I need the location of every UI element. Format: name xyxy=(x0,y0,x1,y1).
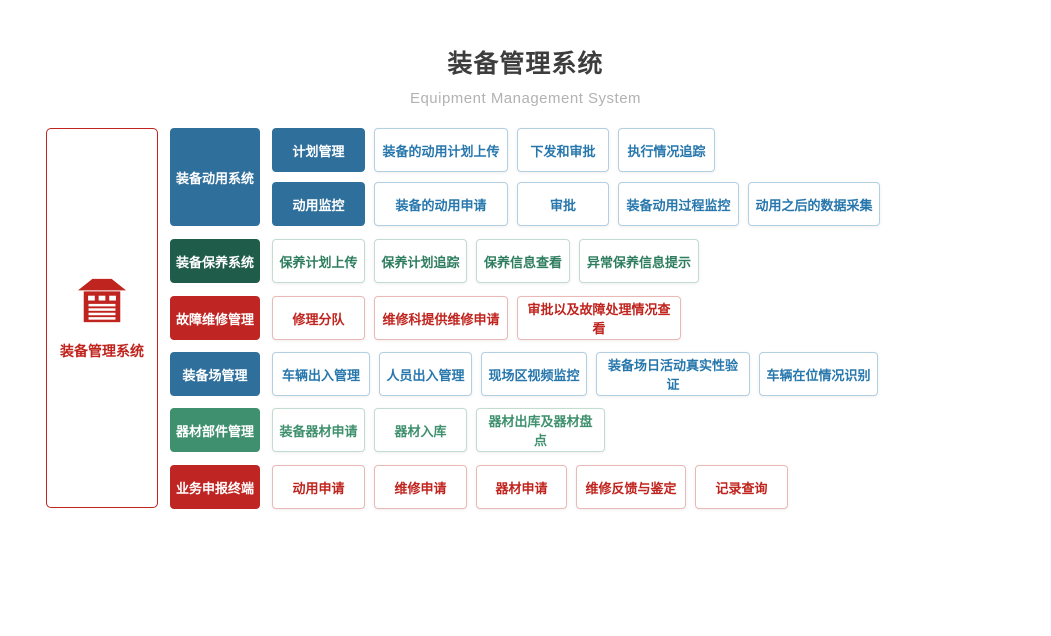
row-business-declaration: 业务申报终端 动用申请 维修申请 器材申请 维修反馈与鉴定 记录查询 xyxy=(170,465,788,509)
node-item: 动用申请 xyxy=(272,465,365,509)
node-item: 保养计划上传 xyxy=(272,239,365,283)
garage-icon xyxy=(73,276,131,331)
node-item: 保养计划追踪 xyxy=(374,239,467,283)
node-item: 器材出库及器材盘点 xyxy=(476,408,605,452)
node-item: 审批 xyxy=(517,182,609,226)
group-equipment-mobilization-system: 装备动用系统 xyxy=(170,128,260,226)
node-item: 异常保养信息提示 xyxy=(579,239,699,283)
node-item: 装备场日活动真实性验证 xyxy=(596,352,750,396)
row-plan-management: 计划管理 装备的动用计划上传 下发和审批 执行情况追踪 xyxy=(272,128,715,172)
node-item: 记录查询 xyxy=(695,465,788,509)
root-system-box: 装备管理系统 xyxy=(46,128,158,508)
node-item: 执行情况追踪 xyxy=(618,128,715,172)
node-item: 现场区视频监控 xyxy=(481,352,587,396)
node-item: 保养信息查看 xyxy=(476,239,570,283)
node-item: 人员出入管理 xyxy=(379,352,472,396)
node-item: 维修科提供维修申请 xyxy=(374,296,508,340)
group-business-declaration-terminal: 业务申报终端 xyxy=(170,465,260,509)
row-equipment-yard: 装备场管理 车辆出入管理 人员出入管理 现场区视频监控 装备场日活动真实性验证 … xyxy=(170,352,878,396)
page-title: 装备管理系统 xyxy=(447,50,604,78)
node-item: 修理分队 xyxy=(272,296,365,340)
group-fault-repair-management: 故障维修管理 xyxy=(170,296,260,340)
node-item: 维修反馈与鉴定 xyxy=(576,465,686,509)
node-item: 装备器材申请 xyxy=(272,408,365,452)
row-equipment-maintenance: 装备保养系统 保养计划上传 保养计划追踪 保养信息查看 异常保养信息提示 xyxy=(170,239,699,283)
node-item: 装备动用过程监控 xyxy=(618,182,739,226)
group-equipment-yard-management: 装备场管理 xyxy=(170,352,260,396)
root-system-label: 装备管理系统 xyxy=(60,342,144,359)
node-item: 审批以及故障处理情况查看 xyxy=(517,296,681,340)
node-item: 车辆在位情况识别 xyxy=(759,352,878,396)
node-item: 下发和审批 xyxy=(517,128,609,172)
node-item: 维修申请 xyxy=(374,465,467,509)
page-header: 装备管理系统 Equipment Management System xyxy=(0,44,1051,107)
subgroup-plan-management: 计划管理 xyxy=(272,128,365,172)
page-subtitle: Equipment Management System xyxy=(409,90,642,107)
group-material-parts-management: 器材部件管理 xyxy=(170,408,260,452)
node-item: 器材入库 xyxy=(374,408,467,452)
node-item: 动用之后的数据采集 xyxy=(748,182,880,226)
subgroup-mobilization-monitoring: 动用监控 xyxy=(272,182,365,226)
row-material-parts: 器材部件管理 装备器材申请 器材入库 器材出库及器材盘点 xyxy=(170,408,605,452)
row-mobilization-monitoring: 动用监控 装备的动用申请 审批 装备动用过程监控 动用之后的数据采集 xyxy=(272,182,880,226)
node-item: 器材申请 xyxy=(476,465,567,509)
node-item: 车辆出入管理 xyxy=(272,352,370,396)
node-item: 装备的动用申请 xyxy=(374,182,508,226)
group-equipment-maintenance-system: 装备保养系统 xyxy=(170,239,260,283)
row-fault-repair: 故障维修管理 修理分队 维修科提供维修申请 审批以及故障处理情况查看 xyxy=(170,296,681,340)
node-item: 装备的动用计划上传 xyxy=(374,128,508,172)
